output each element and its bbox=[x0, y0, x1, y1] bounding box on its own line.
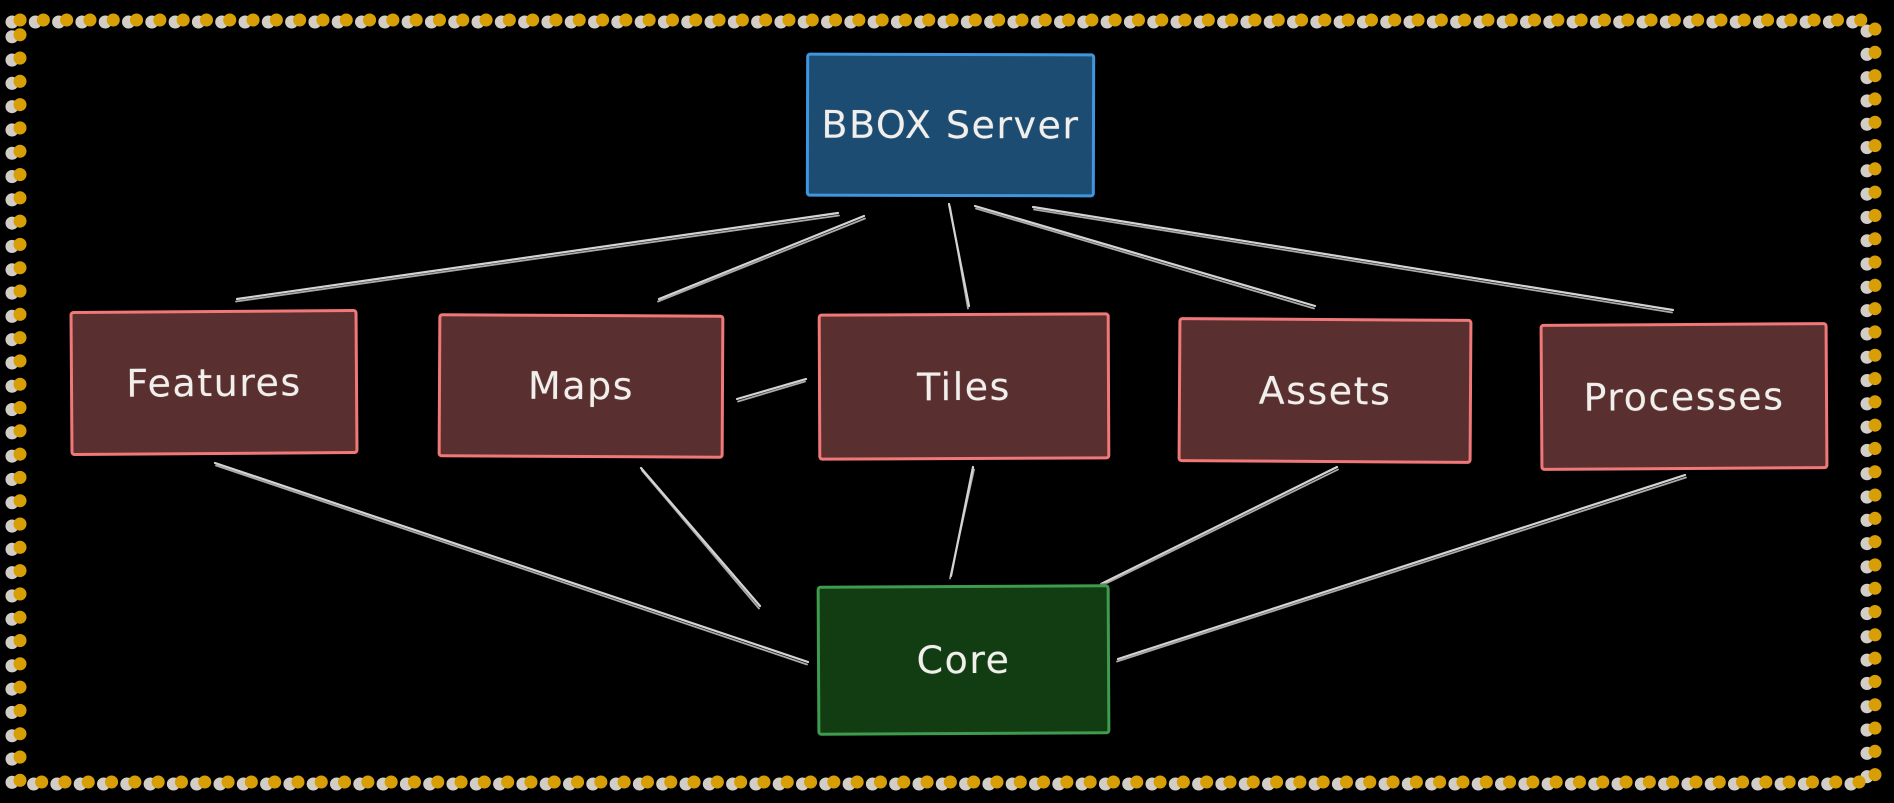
edge-assets-core bbox=[1099, 465, 1339, 588]
node-label: BBOX Server bbox=[821, 102, 1080, 148]
node-label: Maps bbox=[527, 363, 635, 409]
edge-tiles-core bbox=[949, 465, 975, 580]
dotted-frame-shadow bbox=[5, 15, 1874, 791]
edge-server-tiles bbox=[947, 202, 971, 310]
node-label: Features bbox=[126, 359, 302, 406]
dotted-frame bbox=[13, 13, 1882, 789]
node-maps[interactable]: Maps bbox=[437, 313, 725, 459]
node-label: Assets bbox=[1258, 368, 1392, 413]
node-label: Processes bbox=[1583, 373, 1785, 420]
edge-server-maps bbox=[657, 214, 866, 303]
edge-features-core bbox=[213, 461, 810, 666]
edge-maps-tiles bbox=[735, 377, 808, 403]
edge-processes-core bbox=[1116, 473, 1687, 663]
node-label: Tiles bbox=[916, 364, 1012, 409]
node-assets[interactable]: Assets bbox=[1177, 317, 1473, 464]
edge-server-features bbox=[235, 211, 840, 303]
node-processes[interactable]: Processes bbox=[1539, 322, 1829, 471]
node-bbox-server[interactable]: BBOX Server bbox=[805, 52, 1096, 198]
edge-server-processes bbox=[1031, 205, 1675, 314]
node-core[interactable]: Core bbox=[816, 584, 1111, 736]
edge-server-assets bbox=[973, 204, 1317, 310]
edge-maps-core bbox=[639, 466, 762, 610]
node-tiles[interactable]: Tiles bbox=[817, 312, 1111, 461]
node-features[interactable]: Features bbox=[69, 308, 359, 457]
node-label: Core bbox=[916, 637, 1011, 683]
